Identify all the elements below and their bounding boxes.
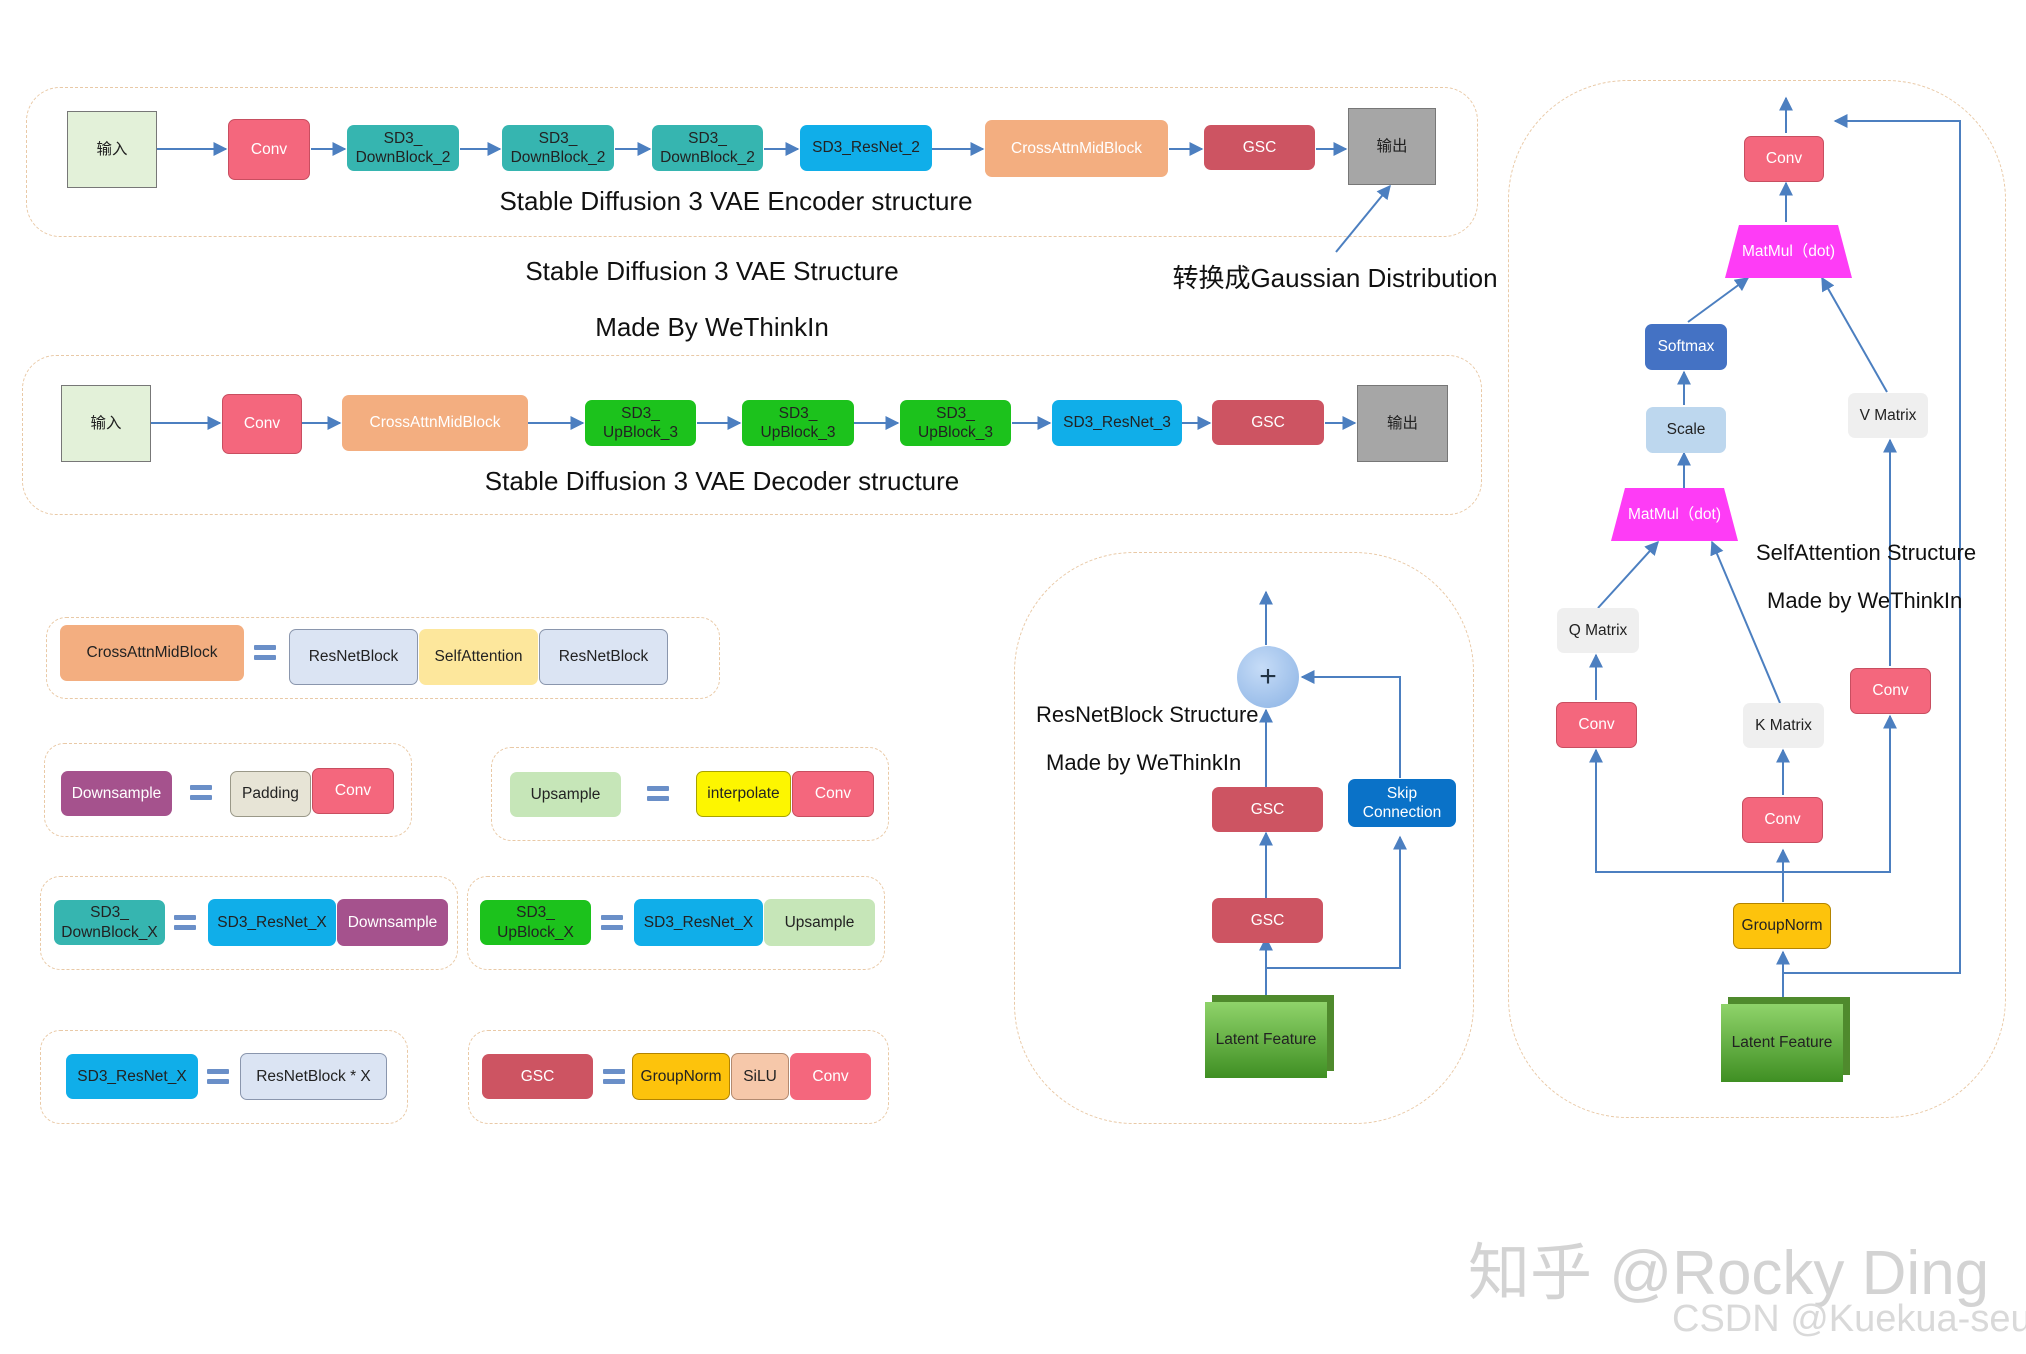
- selfattn-latent-feature: Latent Feature: [1721, 1004, 1843, 1082]
- legend-resnetblock-2: ResNetBlock: [539, 629, 668, 685]
- legend-gsc-panel: [468, 1030, 889, 1124]
- selfattn-softmax: Softmax: [1645, 324, 1727, 370]
- selfattn-scale: Scale: [1646, 407, 1726, 453]
- decoder-conv: Conv: [222, 394, 302, 454]
- encoder-conv: Conv: [228, 119, 310, 180]
- legend-downsample-panel: [44, 743, 412, 837]
- encoder-resnet: SD3_ResNet_2: [800, 125, 932, 171]
- encoder-downblock-2: SD3_ DownBlock_2: [502, 125, 614, 171]
- resnetblock-made-by: Made by WeThinkIn: [1046, 750, 1242, 775]
- legend-resnet-equals: [207, 1069, 229, 1085]
- legend-downblock-equals: [174, 915, 196, 931]
- selfattn-k-matrix: K Matrix: [1743, 703, 1824, 748]
- encoder-input: 输入: [67, 111, 157, 188]
- selfattn-q-matrix: Q Matrix: [1557, 608, 1639, 653]
- legend-selfattention: SelfAttention: [419, 629, 538, 685]
- decoder-resnet: SD3_ResNet_3: [1052, 400, 1182, 446]
- encoder-crossattnmidblock: CrossAttnMidBlock: [985, 120, 1168, 177]
- selfattn-v-matrix: V Matrix: [1848, 393, 1928, 438]
- legend-upblock: SD3_ UpBlock_X: [480, 900, 591, 945]
- selfattn-groupnorm: GroupNorm: [1733, 903, 1831, 949]
- legend-crossattnmidblock: CrossAttnMidBlock: [60, 625, 244, 681]
- legend-downblock-downsample: Downsample: [337, 899, 448, 946]
- legend-gsc-conv: Conv: [790, 1053, 871, 1100]
- legend-downsample-conv: Conv: [312, 768, 394, 814]
- main-made-by: Made By WeThinkIn: [595, 312, 829, 342]
- legend-upsample-equals: [647, 786, 669, 802]
- resnetblock-skip-connection: Skip Connection: [1348, 779, 1456, 827]
- encoder-caption: Stable Diffusion 3 VAE Encoder structure: [499, 186, 973, 216]
- legend-gsc: GSC: [482, 1054, 593, 1099]
- decoder-output: 输出: [1357, 385, 1448, 462]
- legend-upblock-upsample: Upsample: [764, 899, 875, 946]
- selfattn-matmul-top: MatMul（dot): [1725, 225, 1852, 278]
- legend-downsample-equals: [190, 785, 212, 801]
- resnetblock-add-icon: +: [1237, 646, 1299, 708]
- watermark-zhihu: 知乎 @Rocky Ding: [1468, 1239, 1990, 1308]
- encoder-downblock-1: SD3_ DownBlock_2: [347, 125, 459, 171]
- legend-gsc-equals: [603, 1069, 625, 1085]
- legend-silu: SiLU: [731, 1053, 789, 1100]
- decoder-upblock-3: SD3_ UpBlock_3: [900, 400, 1011, 446]
- selfattn-conv-v: Conv: [1850, 668, 1931, 714]
- legend-upsample-conv: Conv: [792, 771, 874, 817]
- decoder-upblock-2: SD3_ UpBlock_3: [742, 400, 854, 446]
- legend-padding: Padding: [230, 771, 311, 817]
- selfattn-made-by: Made by WeThinkIn: [1767, 588, 1963, 613]
- encoder-downblock-3: SD3_ DownBlock_2: [652, 125, 763, 171]
- resnetblock-latent-feature: Latent Feature: [1205, 1002, 1327, 1078]
- legend-resnetblock-1: ResNetBlock: [289, 629, 418, 685]
- encoder-panel: [26, 87, 1478, 237]
- decoder-panel: [22, 355, 1482, 515]
- resnetblock-title: ResNetBlock Structure: [1036, 702, 1259, 727]
- resnetblock-panel: [1014, 552, 1474, 1124]
- legend-upsample: Upsample: [510, 772, 621, 817]
- selfattention-panel: [1508, 80, 2006, 1118]
- legend-resnet: SD3_ResNet_X: [66, 1054, 198, 1099]
- legend-groupnorm: GroupNorm: [632, 1053, 730, 1100]
- legend-crossattn-equals: [254, 645, 276, 661]
- selfattn-title: SelfAttention Structure: [1756, 540, 1977, 565]
- resnetblock-gsc-bottom: GSC: [1212, 898, 1323, 943]
- legend-resnetblock-x: ResNetBlock * X: [240, 1053, 387, 1100]
- legend-upblock-resnet: SD3_ResNet_X: [634, 899, 763, 946]
- watermark-csdn: CSDN @Kuekua-seu: [1672, 1298, 2026, 1340]
- decoder-caption: Stable Diffusion 3 VAE Decoder structure: [484, 466, 960, 496]
- decoder-input: 输入: [61, 385, 151, 462]
- legend-upblock-panel: [467, 876, 885, 970]
- encoder-output: 输出: [1348, 108, 1436, 185]
- legend-upsample-panel: [491, 747, 889, 841]
- legend-upblock-equals: [601, 915, 623, 931]
- main-title: Stable Diffusion 3 VAE Structure: [525, 256, 899, 286]
- legend-downblock: SD3_ DownBlock_X: [54, 900, 165, 945]
- selfattn-conv-q: Conv: [1556, 702, 1637, 748]
- decoder-upblock-1: SD3_ UpBlock_3: [585, 400, 696, 446]
- selfattn-matmul-bottom: MatMul（dot): [1611, 488, 1738, 541]
- selfattn-conv-k: Conv: [1742, 797, 1823, 843]
- legend-downsample: Downsample: [61, 771, 172, 816]
- legend-downblock-panel: [40, 876, 458, 970]
- decoder-crossattnmidblock: CrossAttnMidBlock: [342, 395, 528, 451]
- legend-interpolate: interpolate: [696, 771, 791, 817]
- resnetblock-gsc-top: GSC: [1212, 787, 1323, 832]
- encoder-gsc: GSC: [1204, 125, 1315, 170]
- legend-crossattn-panel: [46, 617, 720, 699]
- decoder-gsc: GSC: [1212, 400, 1324, 445]
- selfattn-conv-top: Conv: [1744, 136, 1824, 182]
- gaussian-note: 转换成Gaussian Distribution: [1172, 263, 1498, 293]
- legend-resnet-panel: [40, 1030, 408, 1124]
- legend-downblock-resnet: SD3_ResNet_X: [208, 899, 336, 946]
